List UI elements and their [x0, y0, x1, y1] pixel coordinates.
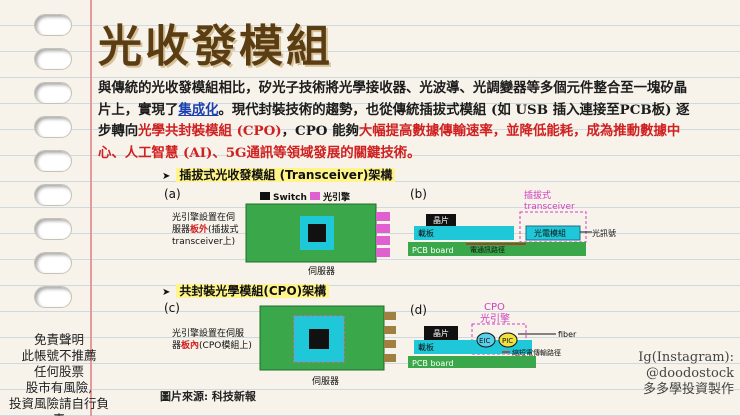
binder-hole: [34, 286, 72, 308]
binder-hole: [34, 150, 72, 172]
binder-hole: [34, 116, 72, 138]
disclaimer: 免責聲明 此帳號不推薦 任何股票 股市有風險, 投資風險請自行負責: [4, 332, 114, 416]
pluggable-engine: [376, 248, 390, 257]
legend-engine: 光引擎: [322, 191, 350, 203]
pluggable-boundary: [519, 211, 587, 243]
diagram-desc-part: (CPO模組上): [199, 339, 252, 351]
binder-hole: [34, 252, 72, 274]
chip: [424, 326, 458, 340]
diagram-desc-highlight: 板內: [181, 339, 199, 351]
pic-chip: [498, 332, 518, 348]
substrate-label: 載板: [418, 342, 434, 352]
pluggable-tag: 插拔式: [524, 189, 551, 201]
fiber-port: [384, 326, 396, 334]
binder-holes: [34, 14, 74, 314]
image-source: 圖片來源: 科技新報: [160, 390, 256, 403]
diagram-desc-part: 服器: [172, 224, 190, 235]
diagram-d: (d) CPO 光引擎 晶片 載板 EIC PIC fiber 縮短電傳輸路徑 …: [408, 302, 577, 368]
integration-link[interactable]: 集成化: [178, 101, 219, 118]
pcb-label: PCB board: [412, 359, 454, 368]
substrate: [414, 226, 514, 240]
chip-label: 晶片: [433, 215, 449, 225]
pcb-label: PCB board: [412, 246, 454, 255]
margin-line: [90, 0, 92, 416]
switch-chip: [308, 224, 326, 242]
diagram-desc: 光引擎設置在伺: [172, 211, 235, 223]
diagram-desc: 光引擎設置在伺服: [172, 327, 244, 339]
disclaimer-line: 任何股票: [33, 364, 84, 379]
legend-switch-swatch: [260, 192, 270, 200]
disclaimer-line: 此帳號不推薦: [21, 348, 97, 363]
pcb-board: [408, 356, 536, 368]
pic-label: PIC: [502, 337, 513, 345]
module-label: 光電模組: [534, 228, 566, 238]
legend-engine-swatch: [310, 192, 320, 200]
optoelectronic-module: [525, 225, 581, 241]
pluggable-tag: transceiver: [524, 202, 575, 212]
diagram-desc: transceiver上): [172, 236, 235, 247]
fiber-port: [384, 340, 396, 348]
fiber-port: [384, 312, 396, 320]
section-heading-cpo: ➤ 共封裝光學模組(CPO)架構: [162, 282, 330, 299]
chip-label: 晶片: [433, 328, 449, 338]
diagram-label: (b): [410, 187, 427, 201]
instagram-label: Ig(Instagram):: [638, 350, 734, 365]
fiber-label: fiber: [558, 330, 577, 339]
server-label: 伺服器: [312, 375, 339, 387]
eic-label: EIC: [479, 337, 490, 345]
disclaimer-line: 免責聲明: [33, 332, 84, 347]
paragraph-text: 與傳統的光收發模組相比，矽光子技術將光學接收器、光波導、光調變器等多個元件整合至…: [98, 80, 688, 118]
cpo-tag: 光引擎: [480, 312, 510, 325]
diagram-desc: 器板內(CPO模組上): [172, 339, 252, 351]
diagram-label: (c): [164, 301, 180, 315]
fiber-port: [384, 354, 396, 362]
chip: [426, 214, 456, 226]
switch-chip: [309, 329, 329, 349]
benefit-highlight: 大幅提高數據傳輸速率，並降低能耗，成為推動數據中心、人工智慧 (AI)、5G通訊…: [98, 123, 681, 161]
legend-switch: Switch: [273, 193, 307, 203]
intro-paragraph: 與傳統的光收發模組相比，矽光子技術將光學接收器、光波導、光調變器等多個元件整合至…: [98, 78, 698, 164]
disclaimer-line: 投資風險請自行負責: [8, 396, 109, 416]
diagram-desc: 服器板外(插拔式: [172, 223, 239, 235]
signal-label: 光訊號: [592, 228, 616, 238]
binder-hole: [34, 14, 72, 36]
diagram-desc-highlight: 板外: [190, 223, 208, 235]
paragraph-text: ，CPO 能夠: [281, 123, 359, 139]
diagram-desc-part: 器: [172, 340, 181, 351]
pcb-board: [408, 242, 586, 256]
server-label: 伺服器: [308, 265, 335, 277]
diagram-c: (c) 光引擎設置在伺服 器板內(CPO模組上) 伺服器: [164, 301, 396, 387]
trace-label: 電通訊路徑: [470, 245, 505, 254]
binder-hole: [34, 82, 72, 104]
pluggable-engine: [376, 212, 390, 221]
diagram-a: (a) Switch 光引擎 光引擎設置在伺 服器板外(插拔式 transcei…: [164, 187, 390, 277]
arrow-icon: ➤: [162, 287, 171, 298]
instagram-handle: @doodostock: [645, 366, 734, 381]
diagram-label: (a): [164, 187, 181, 201]
binder-hole: [34, 184, 72, 206]
instagram-producer: 多多學投資製作: [642, 382, 734, 397]
diagram-label: (d): [410, 303, 427, 317]
disclaimer-line: 股市有風險,: [25, 380, 93, 395]
section-title: 共封裝光學模組(CPO)架構: [176, 284, 330, 298]
binder-hole: [34, 218, 72, 240]
diagram-b: (b) 插拔式 transceiver 晶片 載板 光電模組 光訊號 電通訊路徑…: [408, 187, 616, 256]
substrate-label: 載板: [418, 228, 434, 238]
cpo-tag: CPO: [484, 302, 505, 313]
page-title: 光收發模組: [98, 21, 333, 72]
section-title: 插拔式光收發模組 (Transceiver)架構: [176, 168, 396, 182]
pluggable-engine: [376, 236, 390, 245]
trace-label: 縮短電傳輸路徑: [512, 348, 561, 357]
cpo-highlight: 光學共封裝模組 (CPO): [138, 123, 282, 139]
diagram-desc-part: (插拔式: [208, 223, 239, 235]
paragraph-text: 。現代封裝技術的趨勢，也從傳統插拔式模組 (如 USB 插入連接至PCB板) 逐…: [98, 101, 690, 140]
section-heading-transceiver: ➤ 插拔式光收發模組 (Transceiver)架構: [162, 166, 396, 183]
instagram-credit: Ig(Instagram): @doodostock 多多學投資製作: [638, 350, 734, 398]
arrow-icon: ➤: [162, 171, 171, 182]
pluggable-engine: [376, 224, 390, 233]
binder-hole: [34, 48, 72, 70]
eic-chip: [476, 332, 496, 348]
